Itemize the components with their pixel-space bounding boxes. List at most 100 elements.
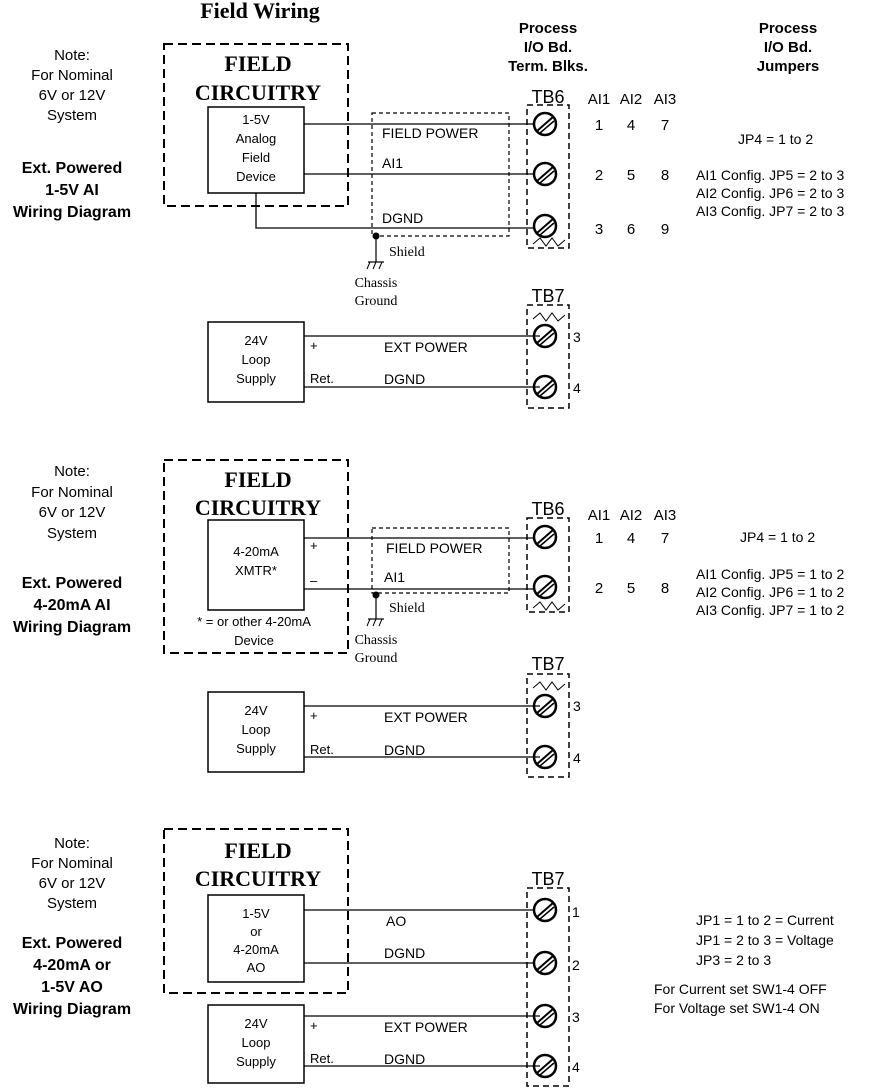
jumper-setting: JP4 = 1 to 2 (740, 529, 815, 545)
device-line: 1-5V (242, 112, 270, 127)
terminal-break-icon (532, 681, 566, 691)
wire-label: FIELD POWER (382, 125, 478, 141)
section-1-jumpers: JP4 = 1 to 2 AI1 Config. JP5 = 2 to 3 AI… (696, 131, 844, 219)
ret-label: Ret. (310, 742, 334, 757)
jumper-setting: AI3 Config. JP7 = 2 to 3 (696, 203, 844, 219)
device-minus: – (310, 573, 318, 588)
xmtr-device (207, 519, 305, 611)
wire-label: EXT POWER (384, 709, 468, 725)
wire-label: DGND (384, 371, 425, 387)
supply-line: Loop (242, 352, 271, 367)
section-3-jumpers: JP1 = 1 to 2 = Current JP1 = 2 to 3 = Vo… (654, 912, 834, 1016)
tb7-label: TB7 (531, 286, 564, 306)
section-1-note: Note: For Nominal 6V or 12V System (31, 47, 113, 124)
note-line: For Nominal (31, 855, 113, 872)
terminal-number: 3 (572, 1009, 580, 1025)
ret-label: Ret. (310, 371, 334, 386)
screw-terminal-icon (532, 111, 558, 137)
field-circuitry-box (163, 459, 349, 654)
tb6-block (526, 517, 570, 613)
note-line: System (47, 895, 97, 912)
switch-setting: For Current set SW1-4 OFF (654, 981, 827, 997)
device-note: Device (234, 633, 274, 648)
supply-line: 24V (244, 1016, 267, 1031)
jumper-setting: AI1 Config. JP5 = 1 to 2 (696, 566, 844, 582)
ai-header: AI1 (588, 91, 611, 108)
ai-cell: 8 (661, 580, 669, 597)
chassis-label: Chassis (355, 633, 398, 648)
wire-label: FIELD POWER (386, 540, 482, 556)
ai-cell: 1 (595, 117, 603, 134)
jumper-setting: AI1 Config. JP5 = 2 to 3 (696, 167, 844, 183)
terminal-number: 4 (573, 380, 581, 396)
ai-cell: 5 (627, 167, 635, 184)
chassis-label: Chassis (355, 276, 398, 291)
ai-cell: 3 (595, 221, 603, 238)
section-2-ai-4-20ma: Note: For Nominal 6V or 12V System Ext. … (13, 459, 844, 778)
chassis-ground-icon (366, 618, 385, 627)
wire-label: AO (386, 913, 406, 929)
wire-label: AI1 (382, 155, 403, 171)
shield-label: Shield (389, 245, 425, 260)
tb7-label: TB7 (531, 654, 564, 674)
screw-terminal-icon (532, 213, 558, 239)
note-line: System (47, 525, 97, 542)
note-line: Note: (54, 47, 90, 64)
diagram-title-line: 1-5V AI (45, 182, 99, 199)
process-header-line: Term. Blks. (508, 58, 588, 75)
ai-cell: 7 (661, 117, 669, 134)
screw-terminal-icon (532, 574, 558, 600)
diagram-title-line: 1-5V AO (41, 979, 103, 996)
section-2-note: Note: For Nominal 6V or 12V System (31, 463, 113, 542)
diagram-title-line: Ext. Powered (22, 160, 122, 177)
field-circuitry-box (163, 828, 349, 994)
ao-device (207, 894, 305, 983)
wire-label: EXT POWER (384, 339, 468, 355)
circuitry-title: CIRCUITRY (195, 495, 321, 520)
note-line: System (47, 107, 97, 124)
note-line: For Nominal (31, 484, 113, 501)
ret-label: Ret. (310, 1051, 334, 1066)
wire-label: DGND (384, 945, 425, 961)
section-2-title: Ext. Powered 4-20mA AI Wiring Diagram (13, 575, 131, 636)
ai-header: AI1 (588, 507, 611, 524)
jumpers-header-line: Jumpers (757, 58, 820, 75)
ai-header: AI2 (620, 507, 643, 524)
shield-box (371, 527, 510, 594)
circuitry-title: CIRCUITRY (195, 866, 321, 891)
ai-terminal-map: AI1 AI2 AI3 1 4 7 2 5 8 3 6 9 (588, 91, 677, 238)
note-line: Note: (54, 835, 90, 852)
field-title: FIELD (224, 838, 291, 863)
ai-cell: 4 (627, 530, 635, 547)
wire-label: DGND (384, 1051, 425, 1067)
wire-label: DGND (382, 210, 423, 226)
terminal-break-icon (532, 601, 566, 611)
jumper-setting: JP1 = 1 to 2 = Current (696, 912, 834, 928)
ai-cell: 6 (627, 221, 635, 238)
wire-label: AI1 (384, 569, 405, 585)
terminal-number: 4 (572, 1059, 580, 1075)
note-line: Note: (54, 463, 90, 480)
device-line: AO (247, 960, 266, 975)
ai-cell: 1 (595, 530, 603, 547)
ai-terminal-map: AI1 AI2 AI3 1 4 7 2 5 8 (588, 507, 677, 597)
device-plus: + (310, 538, 318, 553)
diagram-title-line: Wiring Diagram (13, 1001, 131, 1018)
jumpers-header-line: I/O Bd. (764, 39, 812, 56)
jumper-setting: AI2 Config. JP6 = 1 to 2 (696, 584, 844, 600)
wire-label: EXT POWER (384, 1019, 468, 1035)
screw-terminal-icon (532, 524, 558, 550)
tb6-block (526, 104, 570, 249)
chassis-ground-icon (366, 261, 385, 270)
device-line: 1-5V (242, 906, 270, 921)
terminal-break-icon (532, 237, 566, 247)
ai-header: AI2 (620, 91, 643, 108)
field-title: FIELD (224, 51, 291, 76)
supply-line: Supply (236, 1054, 276, 1069)
tb7-block (526, 673, 570, 778)
supply-line: 24V (244, 703, 267, 718)
ground-label: Ground (355, 651, 398, 666)
ai-cell: 7 (661, 530, 669, 547)
switch-setting: For Voltage set SW1-4 ON (654, 1000, 820, 1016)
section-1-ai-1-5v: Note: For Nominal 6V or 12V System Ext. … (13, 43, 844, 409)
